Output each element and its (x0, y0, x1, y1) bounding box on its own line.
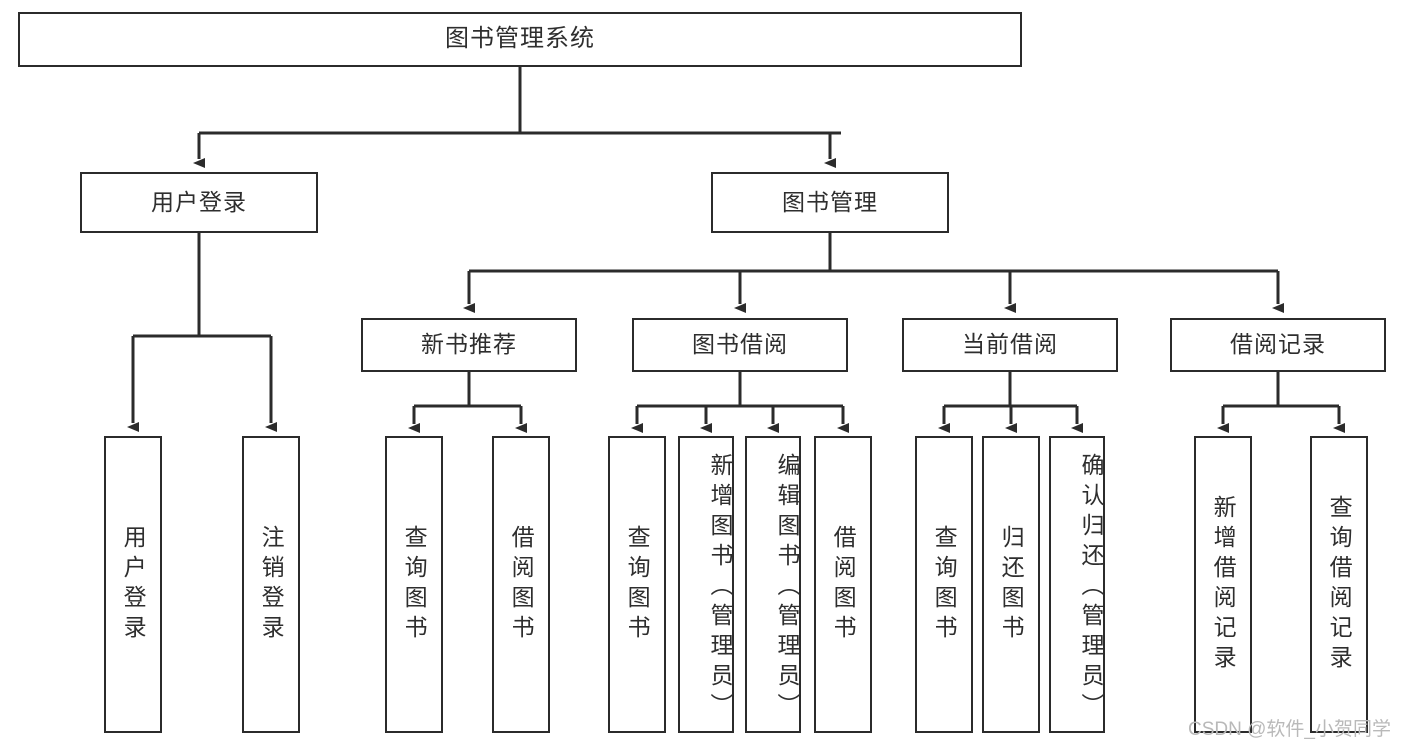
node-root-book-management-system[interactable]: 图书管理系统 (18, 12, 1022, 67)
leaf-query-book-borrow[interactable]: 查询图书 (608, 436, 666, 733)
node-new-book-recommend[interactable]: 新书推荐 (361, 318, 577, 372)
node-borrow-record[interactable]: 借阅记录 (1170, 318, 1386, 372)
leaf-return-book[interactable]: 归还图书 (982, 436, 1040, 733)
leaf-query-book-recommend[interactable]: 查询图书 (385, 436, 443, 733)
node-user-login[interactable]: 用户登录 (80, 172, 318, 233)
leaf-query-borrow-record[interactable]: 查询借阅记录 (1310, 436, 1368, 733)
leaf-add-borrow-record[interactable]: 新增借阅记录 (1194, 436, 1252, 733)
leaf-query-book-current[interactable]: 查询图书 (915, 436, 973, 733)
watermark-text: CSDN @软件_小贺同学 (1188, 719, 1391, 740)
leaf-borrow-book-recommend[interactable]: 借阅图书 (492, 436, 550, 733)
leaf-add-book-admin[interactable]: 新增图书（管理员） (678, 436, 734, 733)
leaf-user-login[interactable]: 用户登录 (104, 436, 162, 733)
leaf-confirm-return-admin[interactable]: 确认归还（管理员） (1049, 436, 1105, 733)
node-book-borrow[interactable]: 图书借阅 (632, 318, 848, 372)
leaf-borrow-book-borrow[interactable]: 借阅图书 (814, 436, 872, 733)
node-book-management[interactable]: 图书管理 (711, 172, 949, 233)
leaf-logout-login[interactable]: 注销登录 (242, 436, 300, 733)
leaf-edit-book-admin[interactable]: 编辑图书（管理员） (745, 436, 801, 733)
node-current-borrow[interactable]: 当前借阅 (902, 318, 1118, 372)
